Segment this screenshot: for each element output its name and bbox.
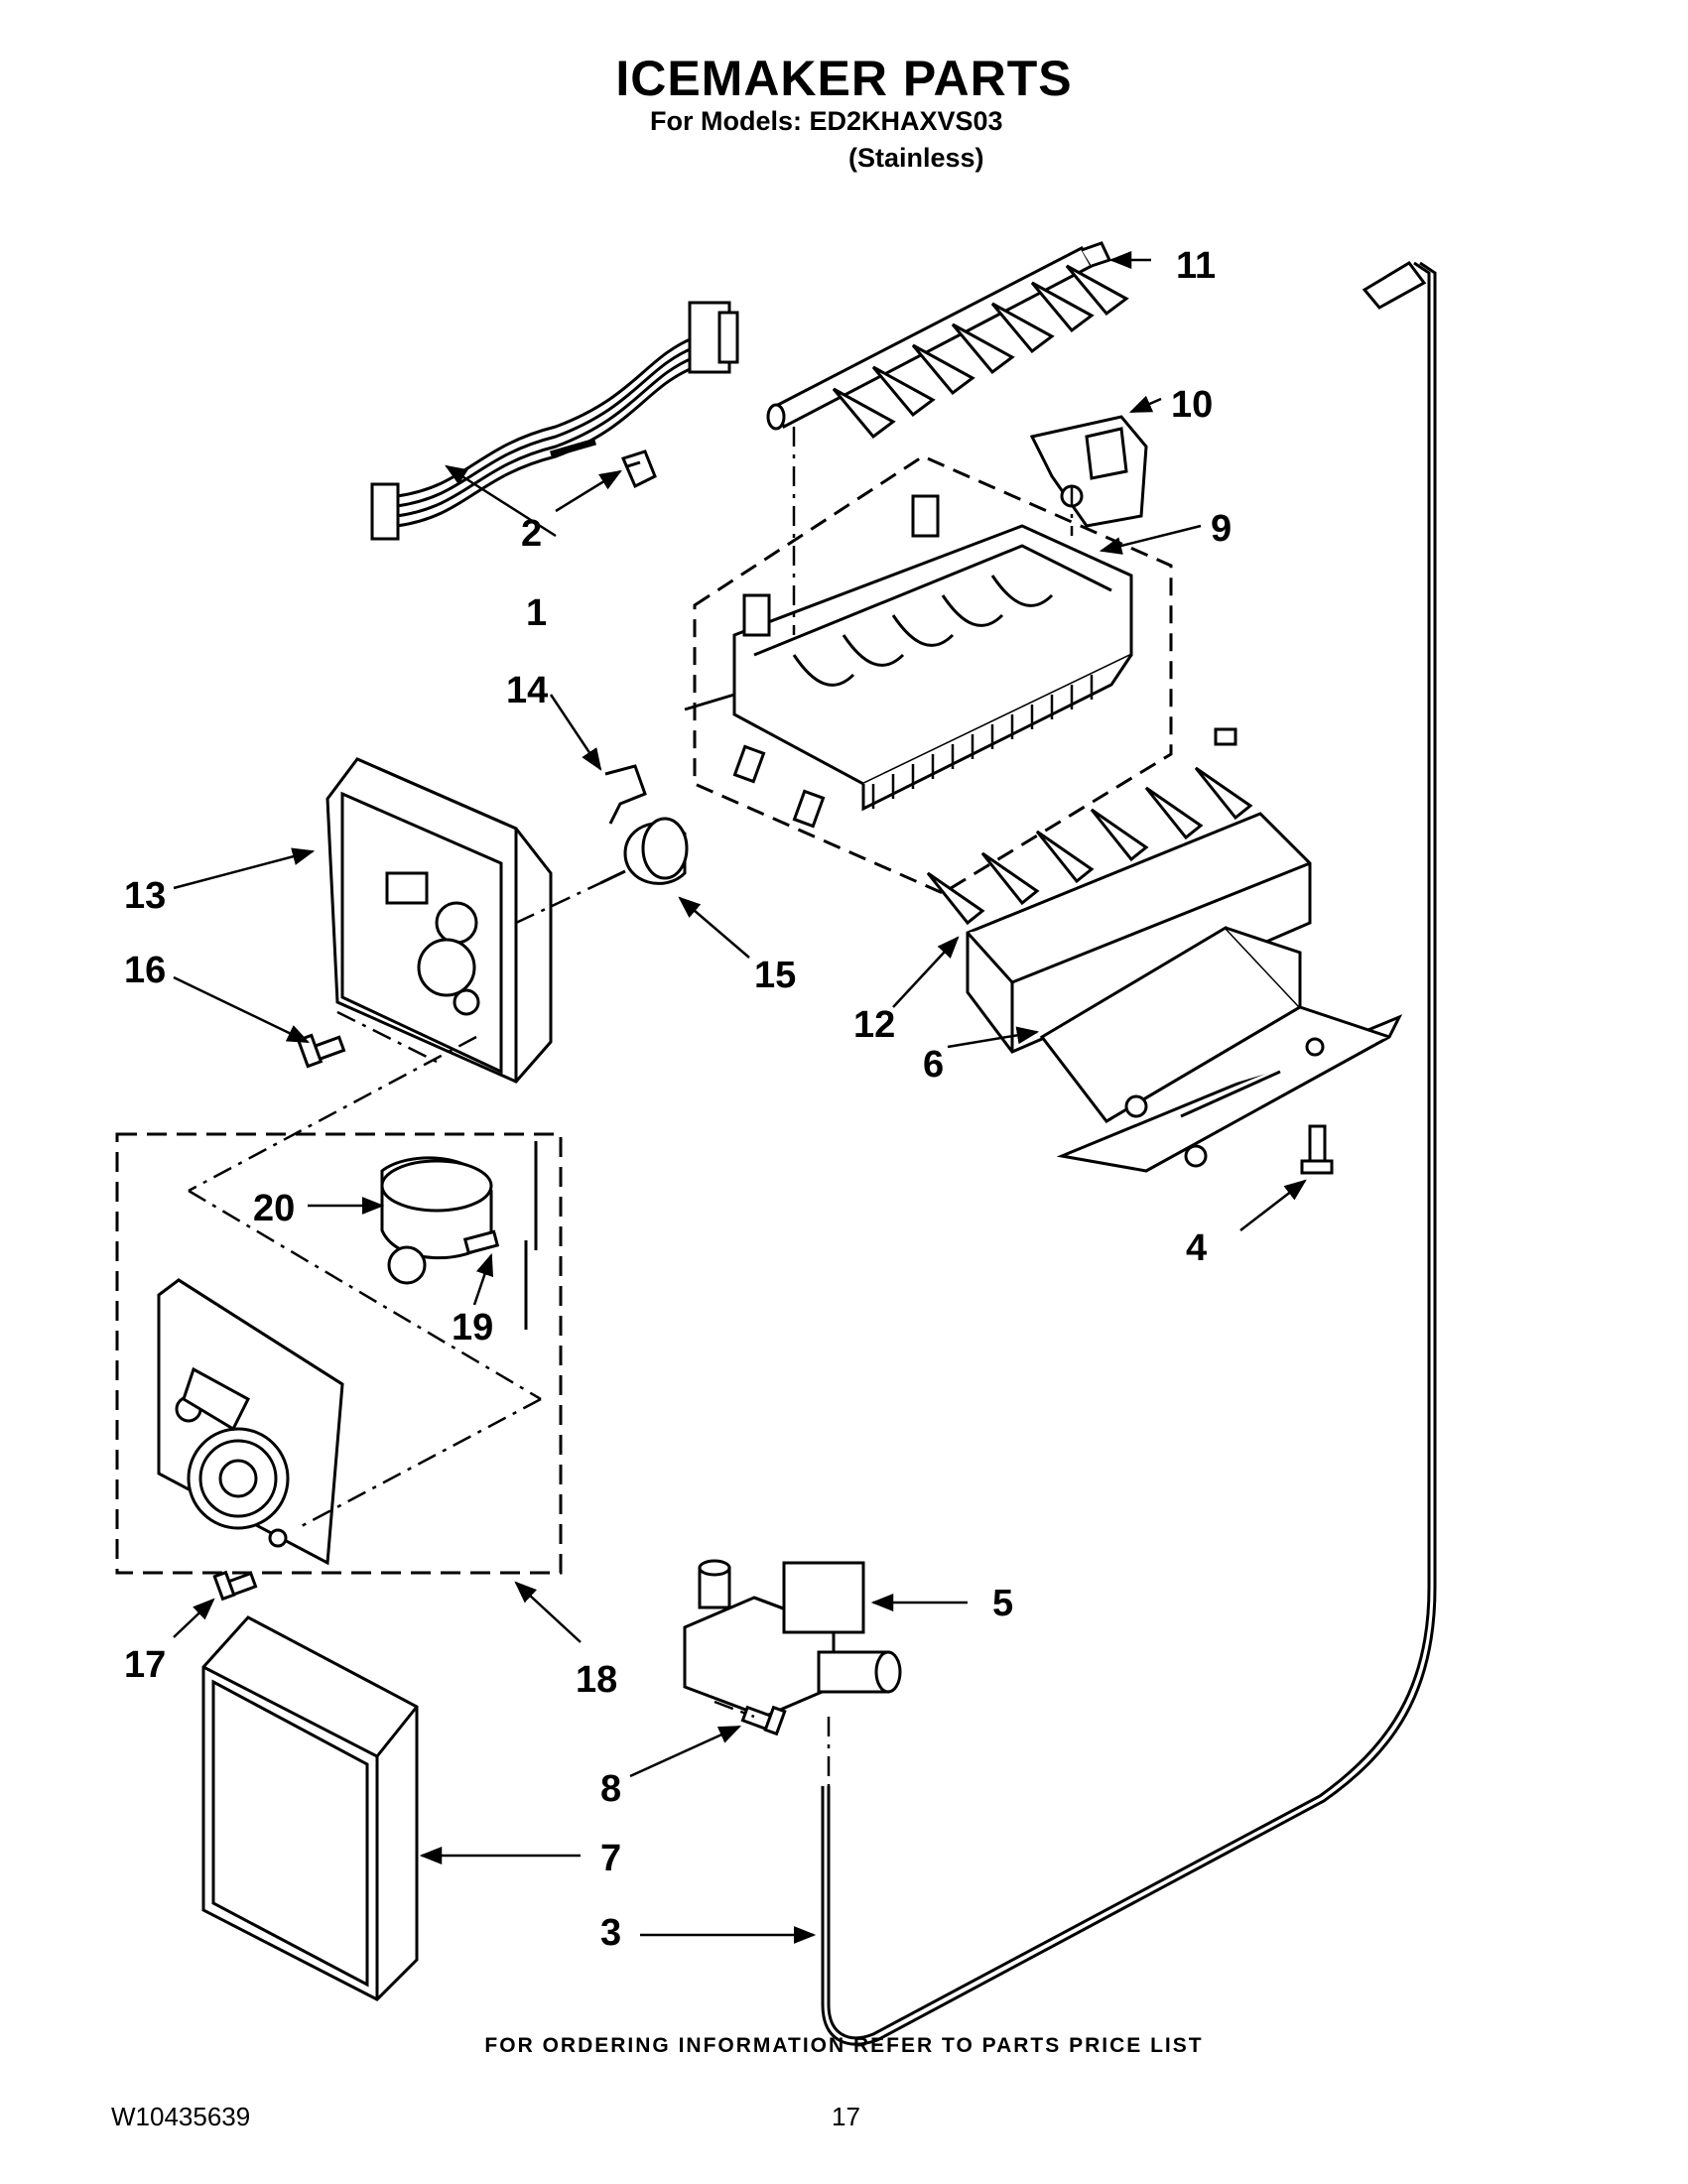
callout-10: 10	[1171, 384, 1213, 426]
control-housing-part	[325, 757, 553, 1084]
callout-20: 20	[253, 1188, 295, 1229]
document-number: W10435639	[111, 2102, 251, 2131]
variant-line: (Stainless)	[848, 143, 984, 173]
clip-14-part	[604, 764, 647, 825]
stripper-part	[926, 727, 1312, 1054]
fill-tube-part	[821, 261, 1437, 2046]
ordering-note: FOR ORDERING INFORMATION REFER TO PARTS …	[484, 2034, 1204, 2057]
callout-3: 3	[600, 1912, 621, 1954]
motor-assembly-boundary	[115, 1132, 563, 1575]
cover-part	[1039, 926, 1403, 1173]
callout-14: 14	[506, 670, 548, 711]
callout-1: 1	[526, 592, 547, 634]
leader-arrows	[173, 251, 1307, 1944]
ejector-shaft-part	[766, 241, 1129, 440]
callout-13: 13	[124, 875, 166, 917]
callout-5: 5	[992, 1583, 1013, 1624]
thermostat-part	[599, 817, 689, 885]
screw-19-part	[462, 1229, 500, 1255]
callout-4: 4	[1186, 1227, 1207, 1269]
alignment-lines	[188, 427, 1074, 1786]
motor-part	[380, 1141, 538, 1330]
callout-17: 17	[124, 1644, 166, 1686]
models-line: For Models: ED2KHAXVS03	[650, 106, 1003, 136]
callout-18: 18	[576, 1659, 617, 1701]
callout-11: 11	[1176, 245, 1216, 287]
water-valve-part	[683, 1559, 902, 1719]
screw-4-part	[1300, 1124, 1334, 1175]
callout-15: 15	[754, 955, 796, 996]
callout-6: 6	[923, 1044, 944, 1086]
module-assembly-part	[157, 1278, 344, 1566]
callout-19: 19	[452, 1307, 493, 1349]
wire-harness-part	[370, 301, 739, 541]
callout-labels: 1 2 3 4 5 6 7 8 9 10 11 12 13 14 15 16 1…	[124, 245, 1232, 1954]
callout-7: 7	[600, 1838, 621, 1879]
ice-mold-part	[684, 454, 1173, 895]
page-title: ICEMAKER PARTS	[615, 51, 1073, 106]
callout-8: 8	[600, 1768, 621, 1810]
screw-8-part	[740, 1705, 787, 1736]
callout-2: 2	[521, 513, 542, 555]
page-number: 17	[832, 2102, 860, 2131]
screw-16-part	[296, 1033, 346, 1069]
gasket-part	[201, 1615, 419, 2001]
bracket-part	[1029, 415, 1148, 528]
screw-17-part	[212, 1570, 258, 1602]
callout-12: 12	[853, 1004, 895, 1046]
callout-16: 16	[124, 950, 166, 991]
harness-clip-part	[620, 450, 657, 489]
callout-9: 9	[1211, 508, 1232, 550]
